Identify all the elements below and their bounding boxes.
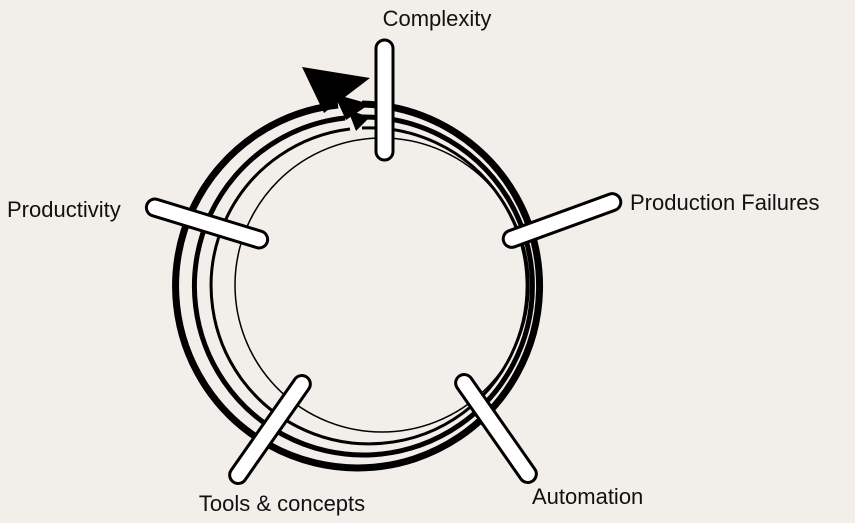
spoke-production-failures bbox=[501, 192, 623, 249]
spoke-automation bbox=[454, 373, 538, 484]
outer-ring-arc bbox=[172, 100, 544, 472]
cycle-arrowheads bbox=[302, 67, 370, 131]
label-production-failures: Production Failures bbox=[630, 190, 820, 215]
spoke-tools-concepts bbox=[228, 374, 312, 485]
middle-arrowhead bbox=[334, 94, 370, 120]
middle-ring-arc bbox=[191, 114, 535, 458]
label-productivity: Productivity bbox=[7, 197, 121, 222]
cycle-rings bbox=[172, 100, 544, 472]
spoke-complexity bbox=[374, 38, 395, 162]
label-tools-concepts: Tools & concepts bbox=[199, 491, 365, 516]
label-complexity: Complexity bbox=[383, 6, 492, 31]
outer-arrowhead bbox=[302, 67, 370, 113]
inner-arrowhead bbox=[348, 110, 370, 131]
spokes bbox=[144, 38, 623, 485]
node-labels: Complexity Production Failures Automatio… bbox=[7, 6, 820, 516]
label-automation: Automation bbox=[532, 484, 643, 509]
spoke-productivity bbox=[144, 197, 270, 250]
